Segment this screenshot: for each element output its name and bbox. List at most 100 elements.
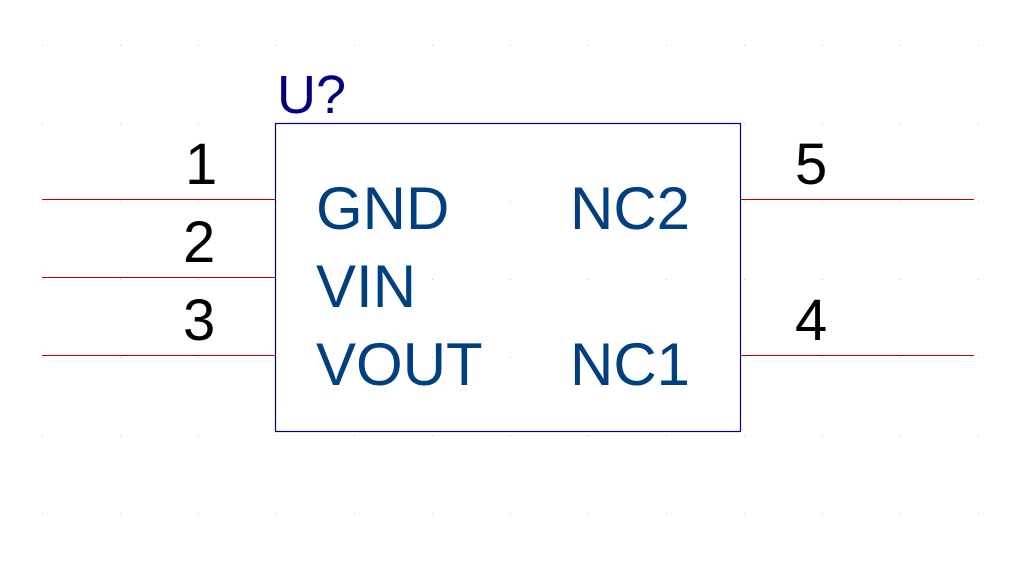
pin-name: VOUT — [316, 331, 483, 398]
pin-name: GND — [316, 175, 449, 242]
grid-dot — [744, 435, 745, 436]
grid-dot — [510, 357, 511, 358]
pin-number: 5 — [795, 132, 827, 197]
grid-dot — [276, 45, 277, 46]
grid-dot — [432, 45, 433, 46]
pin-number: 1 — [185, 132, 217, 197]
grid-dot — [354, 513, 355, 514]
grid-dot — [276, 513, 277, 514]
grid-dot — [588, 279, 589, 280]
grid-dot — [822, 279, 823, 280]
grid-dot — [744, 123, 745, 124]
pin-number: 4 — [795, 288, 827, 353]
grid-dot — [42, 513, 43, 514]
grid-dot — [354, 435, 355, 436]
grid-dot — [666, 279, 667, 280]
grid-dot — [666, 513, 667, 514]
grid-dot — [744, 201, 745, 202]
grid-dot — [822, 357, 823, 358]
grid-dot — [510, 45, 511, 46]
grid-dot — [42, 357, 43, 358]
grid-dots — [42, 45, 979, 514]
grid-dot — [978, 279, 979, 280]
pin-name: VIN — [316, 253, 416, 320]
grid-dot — [510, 513, 511, 514]
pin-name: NC2 — [570, 175, 690, 242]
grid-dot — [822, 45, 823, 46]
grid-dot — [120, 201, 121, 202]
grid-dot — [276, 201, 277, 202]
grid-dot — [900, 513, 901, 514]
grid-dot — [978, 201, 979, 202]
grid-dot — [900, 357, 901, 358]
grid-dot — [822, 201, 823, 202]
grid-dot — [666, 45, 667, 46]
grid-dot — [198, 513, 199, 514]
grid-dot — [510, 201, 511, 202]
grid-dot — [276, 357, 277, 358]
grid-dot — [900, 435, 901, 436]
grid-dot — [276, 279, 277, 280]
grid-dot — [120, 45, 121, 46]
grid-dot — [432, 201, 433, 202]
grid-dot — [978, 357, 979, 358]
grid-dot — [666, 357, 667, 358]
grid-dot — [744, 45, 745, 46]
component-body[interactable] — [274, 122, 742, 433]
grid-dot — [822, 123, 823, 124]
grid-dot — [276, 435, 277, 436]
grid-dot — [744, 279, 745, 280]
grid-dot — [588, 201, 589, 202]
grid-dot — [978, 45, 979, 46]
reference-designator[interactable]: U? — [277, 65, 346, 125]
grid-dot — [900, 123, 901, 124]
grid-dot — [354, 45, 355, 46]
grid-dot — [588, 513, 589, 514]
grid-dot — [198, 45, 199, 46]
grid-dot — [198, 123, 199, 124]
grid-dot — [588, 357, 589, 358]
grid-dot — [822, 435, 823, 436]
grid-dot — [198, 435, 199, 436]
grid-dot — [978, 513, 979, 514]
grid-dot — [354, 279, 355, 280]
grid-dot — [42, 45, 43, 46]
grid-dot — [666, 435, 667, 436]
grid-dot — [120, 357, 121, 358]
grid-dot — [42, 279, 43, 280]
grid-dot — [666, 201, 667, 202]
grid-dot — [900, 45, 901, 46]
grid-dot — [744, 513, 745, 514]
grid-dot — [42, 123, 43, 124]
grid-dot — [120, 513, 121, 514]
grid-dot — [900, 201, 901, 202]
grid-dot — [42, 435, 43, 436]
grid-dot — [900, 279, 901, 280]
grid-dot — [198, 201, 199, 202]
grid-dot — [432, 279, 433, 280]
grid-dot — [978, 123, 979, 124]
grid-dot — [354, 357, 355, 358]
grid-dot — [42, 201, 43, 202]
pin-name: NC1 — [570, 331, 690, 398]
pin-number: 3 — [183, 288, 215, 353]
grid-dot — [120, 123, 121, 124]
pin-number: 2 — [183, 210, 215, 275]
grid-dot — [432, 513, 433, 514]
grid-dot — [510, 279, 511, 280]
grid-dot — [978, 435, 979, 436]
grid-dot — [744, 357, 745, 358]
grid-dot — [198, 357, 199, 358]
grid-dot — [588, 435, 589, 436]
grid-dot — [588, 45, 589, 46]
grid-dot — [120, 279, 121, 280]
grid-dot — [198, 279, 199, 280]
grid-dot — [432, 357, 433, 358]
grid-dot — [120, 435, 121, 436]
grid-dot — [510, 435, 511, 436]
grid-dot — [354, 201, 355, 202]
grid-dot — [432, 435, 433, 436]
grid-dot — [822, 513, 823, 514]
